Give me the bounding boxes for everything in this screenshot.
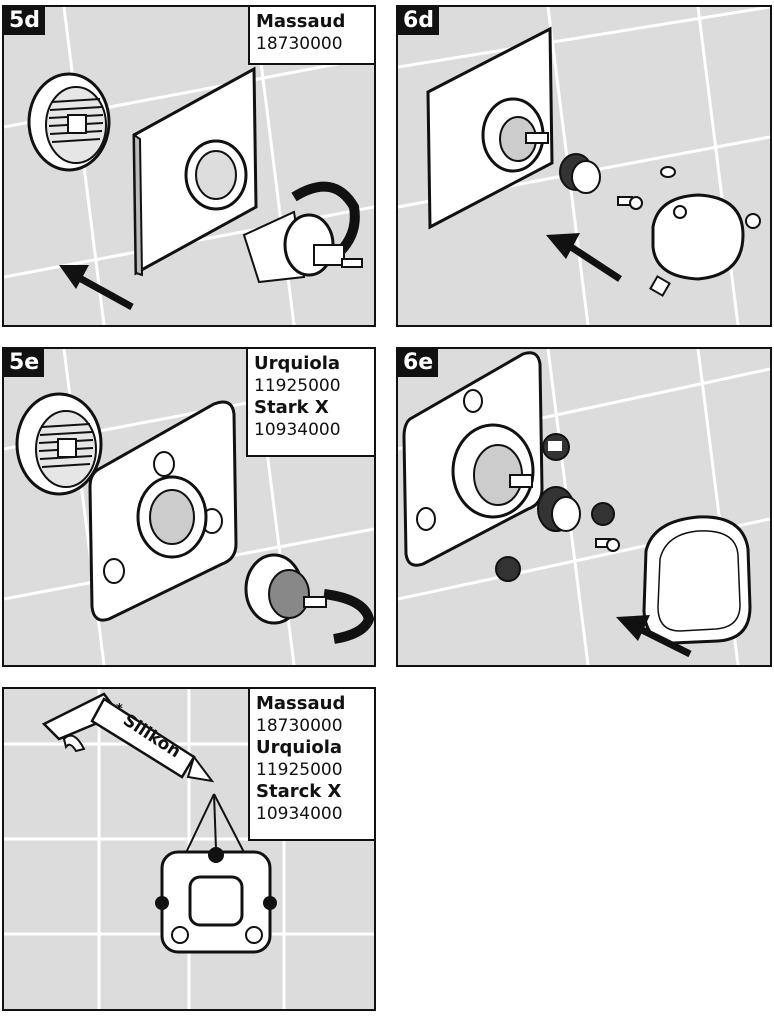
step-label: 5e: [4, 349, 45, 377]
cartridge-with-tape: [242, 181, 363, 284]
panel-sealing: * Silikon Massaud 18730000 Urquiola 1192…: [2, 687, 376, 1011]
illustration-6d: [398, 7, 770, 325]
cartridge-with-tape: [244, 553, 374, 644]
direction-arrow: [59, 265, 134, 311]
handle-knob: [642, 515, 752, 645]
panel-6e: 6e: [396, 347, 772, 667]
product-number: 10934000: [254, 420, 341, 440]
square-trim-plate: [426, 26, 554, 230]
threaded-body-part: [15, 392, 103, 496]
handle-knob: [649, 166, 761, 297]
product-info-box: Massaud 18730000 Urquiola 11925000 Starc…: [248, 689, 374, 841]
adapter-part: [559, 153, 601, 194]
product-info-box: Urquiola 11925000 Stark X 10934000: [246, 349, 374, 457]
small-parts: [495, 433, 620, 582]
product-name: Massaud: [256, 11, 346, 32]
step-label: 5d: [4, 7, 46, 35]
product-number: 11925000: [254, 376, 341, 396]
silicone-mark: *: [116, 702, 123, 717]
illustration-sealing: * Silikon: [4, 689, 374, 1009]
product-name: Urquiola: [256, 737, 343, 758]
panel-6d: 6d: [396, 5, 772, 327]
product-name: Stark X: [254, 397, 329, 418]
product-number: 18730000: [256, 34, 343, 54]
step-label: 6e: [398, 349, 439, 377]
product-number: 10934000: [256, 804, 343, 824]
silicone-gun: * Silikon: [41, 692, 215, 783]
direction-arrow: [616, 615, 692, 658]
screw-part: [617, 196, 643, 210]
illustration-6e: [398, 349, 770, 665]
illustration-5d: [4, 7, 374, 325]
threaded-body-part: [27, 72, 111, 172]
product-name: Massaud: [256, 693, 346, 714]
panel-5d: 5d Massaud 18730000: [2, 5, 376, 327]
rounded-trim-plate: [88, 400, 238, 622]
product-number: 11925000: [256, 760, 343, 780]
product-name: Urquiola: [254, 353, 341, 374]
square-trim-plate: [132, 66, 258, 277]
sealing-plate: [155, 847, 277, 954]
step-label: 6d: [398, 7, 440, 35]
direction-arrow: [546, 233, 622, 282]
rounded-trim-plate: [402, 351, 544, 567]
product-number: 18730000: [256, 716, 343, 736]
product-name: Starck X: [256, 781, 342, 802]
product-info-box: Massaud 18730000: [248, 7, 374, 65]
panel-5e: 5e Urquiola 11925000 Stark X 10934000: [2, 347, 376, 667]
illustration-5e: [4, 349, 374, 665]
